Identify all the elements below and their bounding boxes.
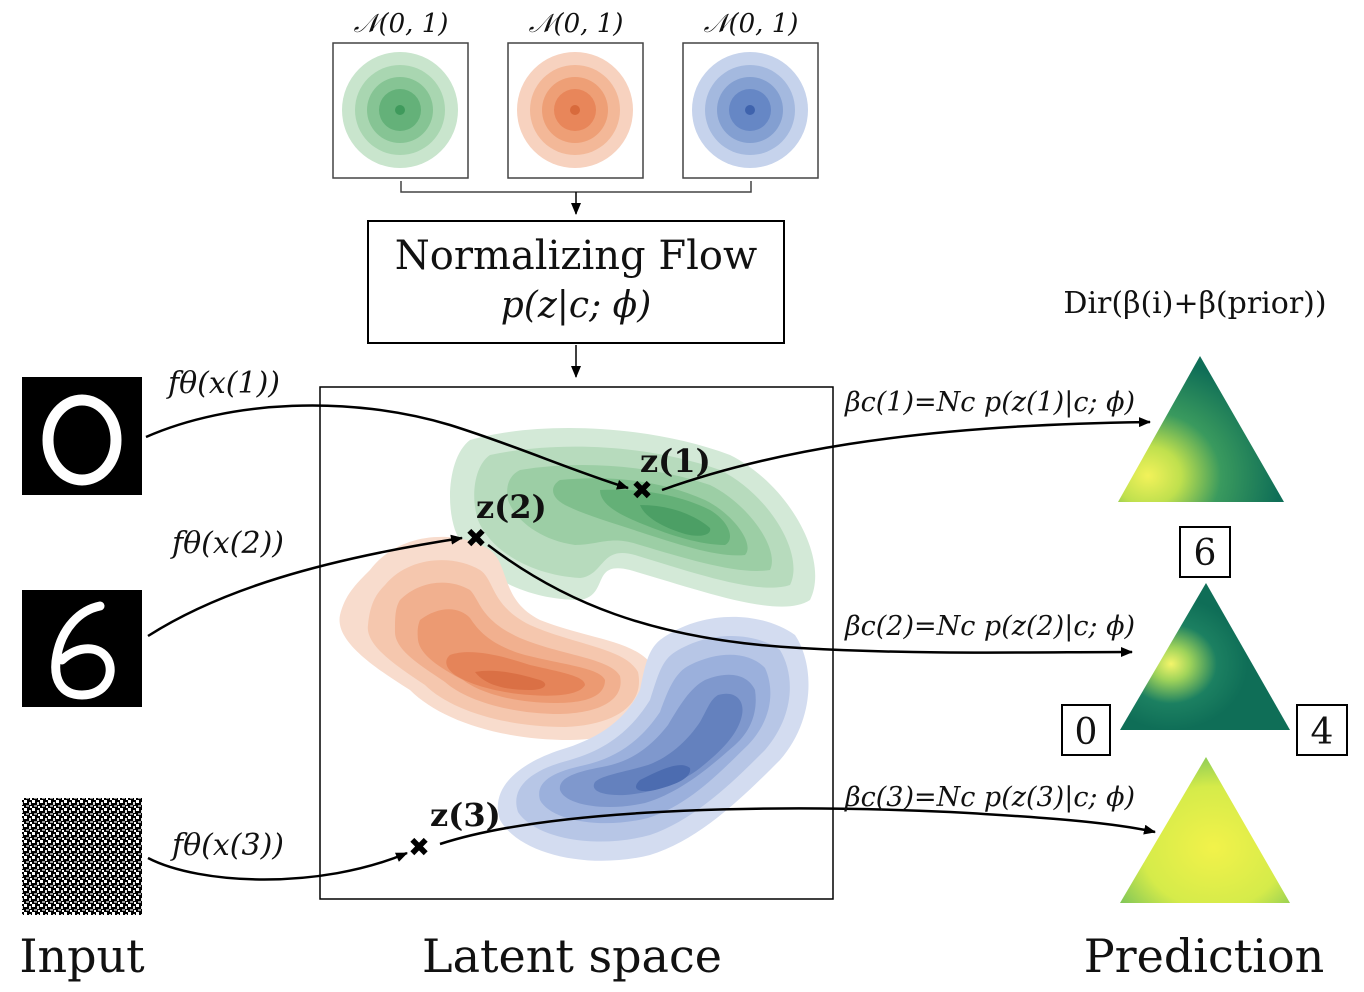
arrow-input2-to-z2	[147, 534, 463, 638]
map-label-1: fθ(x(1))	[166, 366, 280, 401]
density-blue	[497, 616, 809, 861]
normalizing-flow-box: Normalizing Flow p(z|c; ϕ)	[367, 220, 785, 344]
beta-label-3: βc(3)=Nc p(z(3)|c; ϕ)	[844, 782, 1135, 813]
arrow-z1-to-dir	[661, 417, 1151, 492]
arrow-input1-to-z1	[145, 404, 629, 490]
dirichlet-simplex-1	[1118, 356, 1284, 502]
density-orange	[339, 536, 657, 740]
flow-title: Normalizing Flow	[395, 233, 757, 279]
latent-point-2: ✖ z(2)	[465, 488, 547, 554]
prior-label: 𝒩(0, 1)	[354, 9, 449, 39]
gaussian-rings	[692, 52, 808, 168]
prior-green: 𝒩(0, 1)	[332, 9, 469, 179]
gaussian-rings	[342, 52, 458, 168]
dirichlet-title: Dir(β(i)+β(prior))	[1063, 286, 1326, 321]
input-image-zero	[22, 377, 142, 495]
input-image-noise	[22, 798, 142, 915]
svg-text:✖: ✖	[631, 476, 653, 506]
svg-text:4: 4	[1311, 712, 1334, 753]
svg-text:6: 6	[1194, 533, 1217, 574]
beta-label-2: βc(2)=Nc p(z(2)|c; ϕ)	[844, 611, 1135, 642]
map-label-3: fθ(x(3))	[170, 828, 284, 863]
dirichlet-simplex-3	[1120, 757, 1290, 903]
mapping-arrows	[145, 404, 629, 881]
z-label: z(2)	[476, 488, 547, 526]
prior-orange: 𝒩(0, 1)	[507, 9, 644, 179]
z-label: z(1)	[640, 442, 711, 480]
svg-text:0: 0	[1075, 712, 1098, 753]
arrow-z3-to-dir	[439, 807, 1156, 846]
dirichlet-simplex-2	[1120, 583, 1290, 730]
prior-label: 𝒩(0, 1)	[529, 9, 624, 39]
section-title-latent: Latent space	[422, 929, 722, 983]
section-title-prediction: Prediction	[1084, 929, 1325, 983]
arrow-z2-to-dir	[487, 544, 1133, 658]
class-label-top: 6	[1179, 526, 1231, 578]
latent-point-3: ✖ z(3)	[408, 796, 501, 863]
class-label-right: 4	[1296, 704, 1348, 756]
input-image-six	[22, 590, 142, 707]
svg-text:✖: ✖	[408, 833, 430, 863]
prior-label: 𝒩(0, 1)	[704, 9, 799, 39]
svg-text:✖: ✖	[465, 524, 487, 554]
prior-blue: 𝒩(0, 1)	[682, 9, 819, 179]
class-label-left: 0	[1061, 704, 1111, 756]
output-arrows	[439, 417, 1156, 846]
latent-point-1: ✖ z(1)	[631, 442, 711, 506]
prior-merge-bracket	[400, 181, 752, 215]
flow-formula: p(z|c; ϕ)	[501, 285, 652, 326]
map-label-2: fθ(x(2))	[170, 526, 284, 561]
arrow-input3-to-z3	[147, 851, 408, 881]
z-label: z(3)	[430, 796, 501, 834]
section-title-input: Input	[19, 929, 145, 983]
gaussian-rings	[517, 52, 633, 168]
density-green	[450, 428, 816, 607]
beta-label-1: βc(1)=Nc p(z(1)|c; ϕ)	[844, 387, 1135, 418]
